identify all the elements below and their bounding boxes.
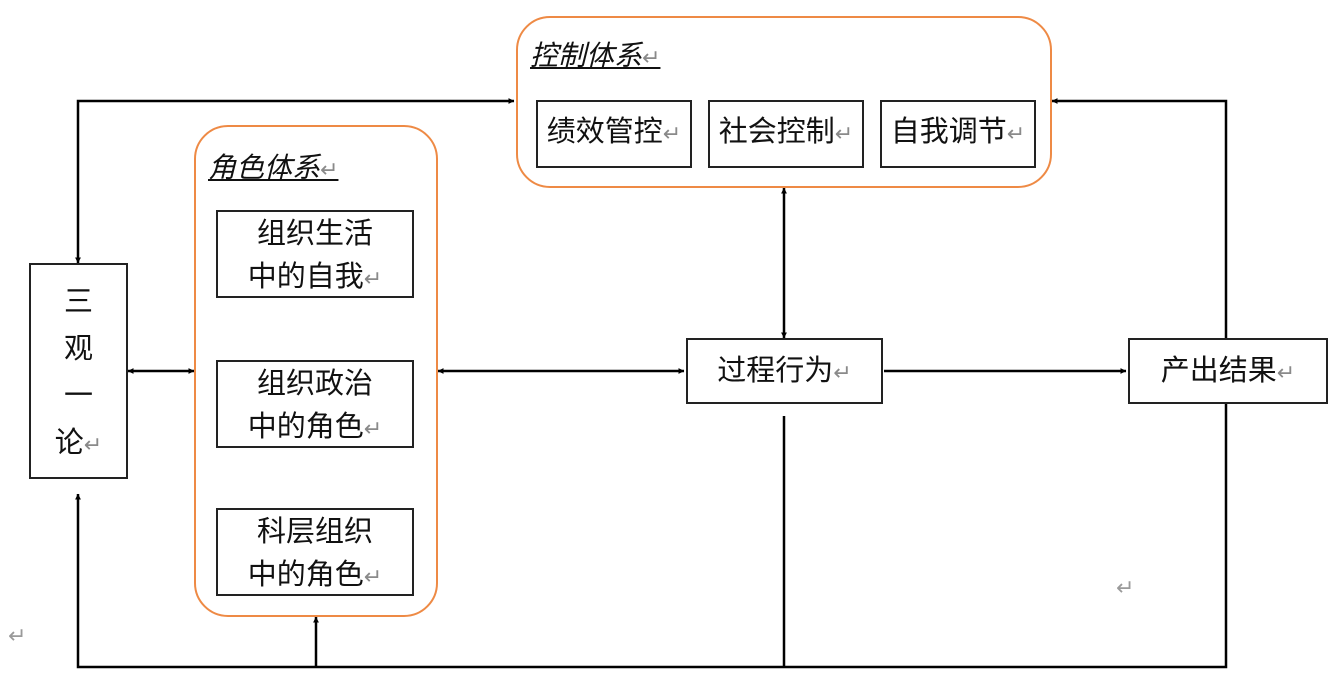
paragraph-mark-right: ↵ xyxy=(1116,576,1135,601)
node-role-in-bureaucracy xyxy=(216,508,414,596)
node-self-regulation-label: 自我调节↵ xyxy=(890,114,1026,148)
link-output-control xyxy=(1051,98,1228,340)
role-system-group xyxy=(194,125,438,617)
link-bottom-feedback xyxy=(75,404,1228,669)
link-worldview-control xyxy=(75,98,515,264)
node-performance-control xyxy=(536,100,692,168)
node-role-in-org-politics xyxy=(216,360,414,448)
node-output-result xyxy=(1128,338,1328,404)
node-worldview-label: 三观一论↵ xyxy=(54,284,103,459)
control-system-group xyxy=(516,16,1052,188)
control-system-title: 控制体系↵ xyxy=(530,39,661,72)
node-self-in-org-life-label: 组织生活中的自我↵ xyxy=(247,216,383,293)
node-social-control xyxy=(708,100,864,168)
node-role-in-org-politics-label: 组织政治中的角色↵ xyxy=(247,366,383,443)
node-social-control-label: 社会控制↵ xyxy=(718,114,854,148)
node-worldview xyxy=(29,263,128,479)
node-role-in-bureaucracy-label: 科层组织中的角色↵ xyxy=(247,514,383,591)
node-self-in-org-life xyxy=(216,210,414,298)
node-self-regulation xyxy=(880,100,1036,168)
node-process-behavior-label: 过程行为↵ xyxy=(717,353,852,387)
role-system-title: 角色体系↵ xyxy=(208,151,339,184)
paragraph-mark-left: ↵ xyxy=(8,624,27,649)
node-performance-control-label: 绩效管控↵ xyxy=(546,114,682,148)
node-process-behavior xyxy=(686,338,883,404)
node-output-result-label: 产出结果↵ xyxy=(1160,353,1296,387)
